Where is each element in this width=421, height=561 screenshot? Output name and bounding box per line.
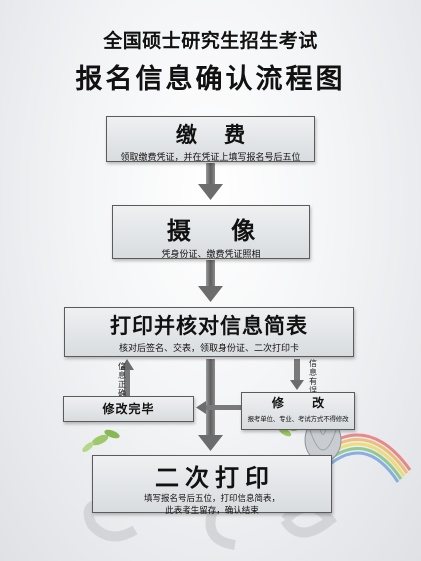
arrow-up-small-icon (120, 359, 134, 396)
step-photo-box: 摄 像 凭身份证、缴费凭证照相 (112, 205, 310, 260)
arrow-down-icon (198, 260, 223, 302)
step-reprint-title: 二次打印 (155, 464, 275, 492)
step-pay-title: 缴 费 (175, 123, 256, 147)
arrow-down-icon (198, 163, 223, 200)
step-modify-box: 修 改 报考单位、专业、考试方式不得修改 (241, 392, 355, 430)
arrow-down-small-icon (290, 359, 304, 390)
step-print-info-desc: 核对后签名、交表，领取身份证、二次打印卡 (118, 344, 299, 354)
step-photo-title: 摄 像 (166, 217, 272, 245)
step-reprint-box: 二次打印 填写报名号后五位，打印信息简表， 此表考生留存，确认结束 (92, 455, 332, 516)
arrow-down-icon (198, 359, 223, 451)
step-pay-desc: 领取缴费凭证，并在凭证上填写报名号后五位 (120, 153, 301, 163)
step-modify-done-box: 修改完毕 (63, 396, 194, 422)
step-modify-done-title: 修改完毕 (102, 402, 155, 416)
step-pay-box: 缴 费 领取缴费凭证，并在凭证上填写报名号后五位 (106, 116, 315, 163)
note-info-correct: 信息正确 (118, 362, 126, 398)
step-print-info-box: 打印并核对信息简表 核对后签名、交表，领取身份证、二次打印卡 (64, 307, 354, 357)
page-title-line1: 全国硕士研究生招生考试 (103, 30, 318, 52)
step-modify-title: 修 改 (271, 396, 337, 410)
step-reprint-desc-line2: 此表考生留存，确认结束 (165, 506, 259, 516)
step-modify-desc: 报考单位、专业、考试方式不得修改 (247, 415, 349, 423)
note-info-error: 信息有误 (309, 359, 317, 395)
arrow-left-icon (196, 401, 241, 414)
page-title-line2: 报名信息确认流程图 (75, 64, 346, 95)
step-photo-desc: 凭身份证、缴费凭证照相 (161, 250, 261, 260)
step-reprint-desc-line1: 填写报名号后五位，打印信息简表， (143, 494, 280, 504)
step-print-info-title: 打印并核对信息简表 (110, 314, 308, 338)
